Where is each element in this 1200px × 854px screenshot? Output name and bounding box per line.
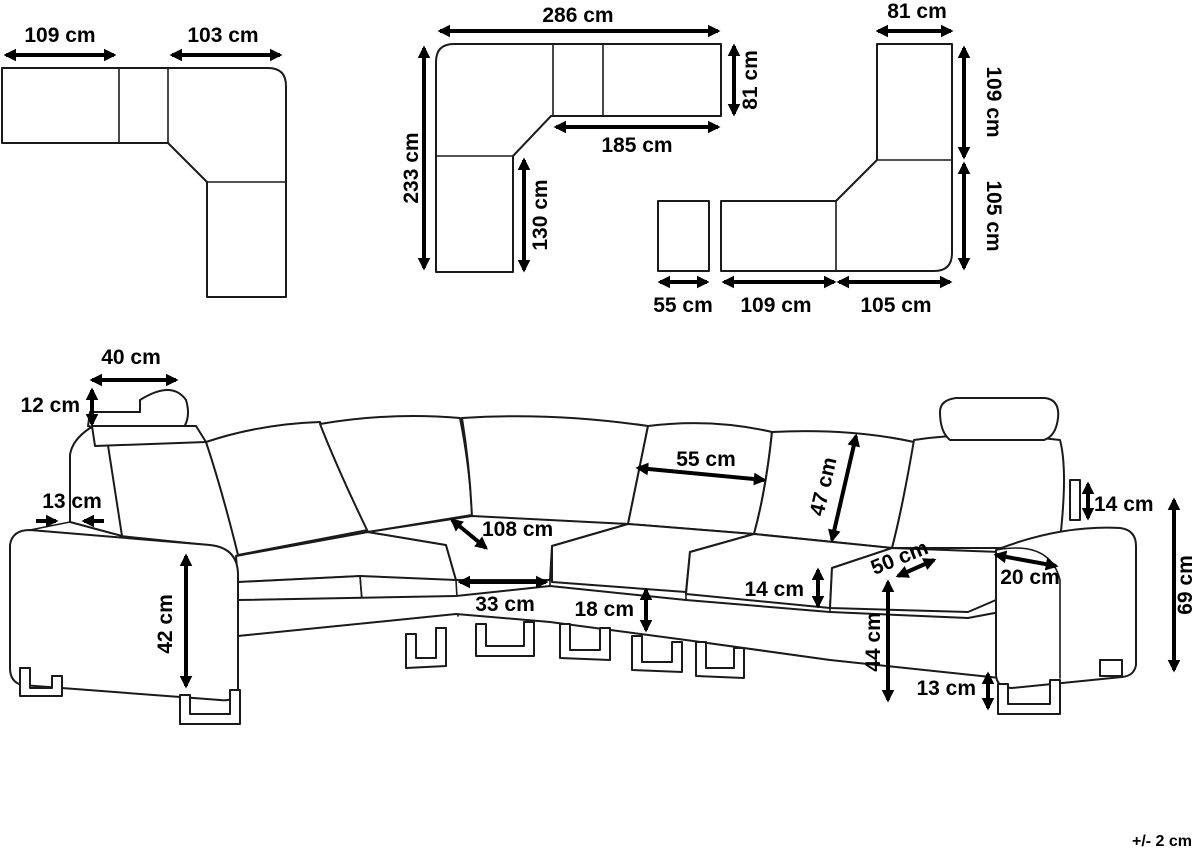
headrest-support bbox=[91, 425, 207, 447]
dim-label-total-height: 69 cm bbox=[1174, 555, 1197, 615]
right-headrest bbox=[939, 397, 1060, 441]
dim-arrow bbox=[828, 433, 860, 543]
dim-label-headrest-width: 40 cm bbox=[101, 346, 161, 369]
dim-label-plan-b-width: 286 cm bbox=[542, 4, 613, 27]
sofa-leg bbox=[997, 679, 1061, 715]
arm-edge bbox=[121, 535, 211, 546]
dim-label-headrest-rise: 14 cm bbox=[1094, 493, 1154, 516]
dim-label-plan-c-middle: 109 cm bbox=[740, 294, 811, 317]
dim-label-arm-offset: 13 cm bbox=[42, 490, 102, 513]
tolerance-note: +/- 2 cm bbox=[1132, 833, 1192, 850]
dim-label-cushion-depth: 108 cm bbox=[482, 518, 553, 541]
dim-label-seat-thickness: 14 cm bbox=[744, 578, 804, 601]
plan-b-outline bbox=[435, 43, 722, 273]
dim-label-plan-a-left: 109 cm bbox=[24, 24, 95, 47]
sofa-leg bbox=[475, 621, 535, 657]
plan-c-ottoman bbox=[657, 200, 710, 272]
plan-c-outline bbox=[720, 43, 953, 272]
back-cushion bbox=[69, 425, 123, 537]
dim-label-seat-height: 44 cm bbox=[862, 612, 885, 672]
left-armrest bbox=[9, 529, 239, 702]
dim-arrow bbox=[450, 518, 488, 550]
sofa-leg bbox=[179, 689, 241, 725]
dim-label-plan-c-top: 81 cm bbox=[887, 0, 947, 23]
sofa-perspective-drawing: 40 cm 12 cm 13 cm 108 cm 33 cm 55 cm 47 … bbox=[9, 346, 1197, 725]
sofa-leg bbox=[405, 627, 447, 669]
dim-label-plan-c-corner: 105 cm bbox=[860, 294, 931, 317]
dim-label-plan-a-right: 103 cm bbox=[187, 24, 258, 47]
dim-label-plan-b-depth: 233 cm bbox=[400, 132, 423, 203]
dim-arrow bbox=[635, 462, 767, 486]
dim-label-back-width: 55 cm bbox=[676, 448, 736, 471]
sofa-leg bbox=[1099, 659, 1123, 677]
dim-label-headrest-height: 12 cm bbox=[20, 394, 80, 417]
sofa-leg bbox=[559, 623, 611, 661]
plan-c-layout: 81 cm 109 cm 105 cm 55 cm 109 cm 105 cm bbox=[653, 0, 1005, 317]
dim-label-plan-b-inner-width: 185 cm bbox=[601, 134, 672, 157]
plan-a-outline bbox=[1, 67, 287, 298]
dim-label-plan-b-inner-depth: 130 cm bbox=[529, 179, 552, 250]
arm-edge bbox=[29, 521, 71, 531]
dim-label-plan-c-lower: 105 cm bbox=[982, 180, 1005, 251]
sofa-leg bbox=[695, 641, 745, 679]
dim-label-plan-c-ottoman: 55 cm bbox=[653, 294, 713, 317]
back-cushion bbox=[891, 434, 1065, 549]
end-panel bbox=[1069, 479, 1081, 521]
dim-arrow bbox=[993, 550, 1059, 571]
dim-label-arm-width: 20 cm bbox=[1000, 566, 1060, 589]
sofa-leg bbox=[19, 667, 63, 697]
dim-label-corner-front: 33 cm bbox=[475, 593, 535, 616]
dim-arrow bbox=[895, 558, 937, 578]
sofa-leg bbox=[631, 635, 683, 673]
dim-label-arm-height: 42 cm bbox=[154, 594, 177, 654]
plan-b-layout: 286 cm 233 cm 81 cm 185 cm 130 cm bbox=[400, 4, 762, 273]
dim-label-base-height: 18 cm bbox=[574, 598, 634, 621]
dim-label-plan-c-upper: 109 cm bbox=[982, 66, 1005, 137]
dim-label-plan-b-right-depth: 81 cm bbox=[739, 50, 762, 110]
back-cushion bbox=[461, 415, 649, 525]
plan-a-layout: 109 cm 103 cm bbox=[1, 24, 287, 298]
dim-label-leg-height: 13 cm bbox=[916, 677, 976, 700]
